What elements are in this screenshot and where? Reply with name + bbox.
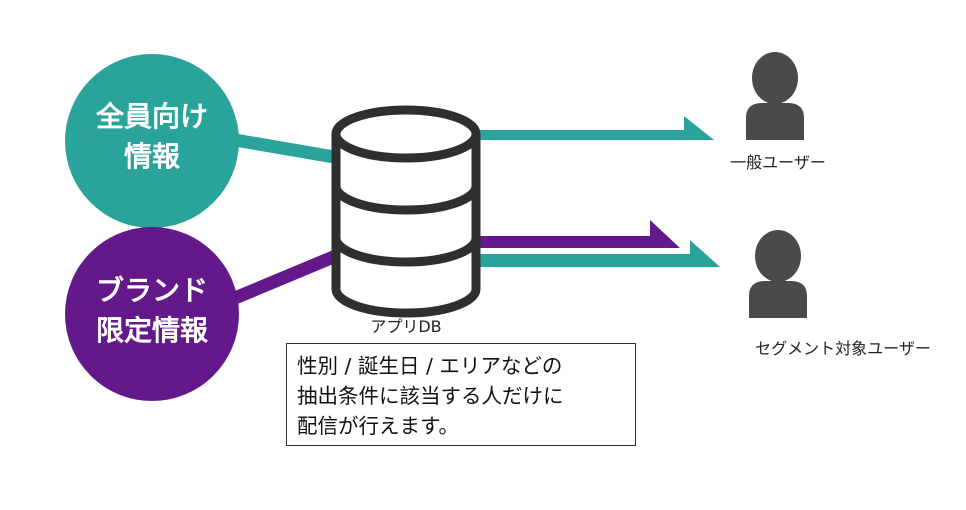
segment-user-label: セグメント対象ユーザー [755,339,931,358]
source-brand-limited-label-line2: 限定情報 [96,314,209,347]
general-user-label: 一般ユーザー [730,153,826,172]
source-all-users-circle [65,54,239,228]
source-brand-limited: ブランド 限定情報 [65,227,239,401]
targeting-note-line: 性別 / 誕生日 / エリアなどの [297,354,563,378]
database-icon [331,105,481,318]
source-all-users-label-line1: 全員向け [95,100,208,133]
database-top [331,105,481,163]
arrow-teal-to-segment-users [476,240,720,267]
database-ring-2 [331,237,481,267]
all-to-db-connector [233,133,342,165]
segment-user: セグメント対象ユーザー [749,230,931,358]
source-brand-limited-circle [65,227,239,401]
targeting-note-line: 配信が行えます。 [297,414,459,438]
segment-user-person-icon [749,230,807,318]
source-all-users: 全員向け 情報 [65,54,239,228]
targeting-note-line: 抽出条件に該当する人だけに [297,384,564,408]
database-body [331,134,481,318]
arrow-to-general-users [468,116,714,140]
general-user: 一般ユーザー [730,52,826,172]
general-user-person-icon [746,52,804,140]
targeting-note: 性別 / 誕生日 / エリアなどの 抽出条件に該当する人だけに 配信が行えます。 [286,343,636,446]
database-ring-1 [331,185,481,215]
arrow-purple-to-segment-users [476,220,680,248]
database-label: アプリDB [370,317,441,336]
brand-to-db-connector [232,249,341,304]
source-brand-limited-label-line1: ブランド [96,274,208,307]
source-all-users-label-line2: 情報 [124,140,181,173]
